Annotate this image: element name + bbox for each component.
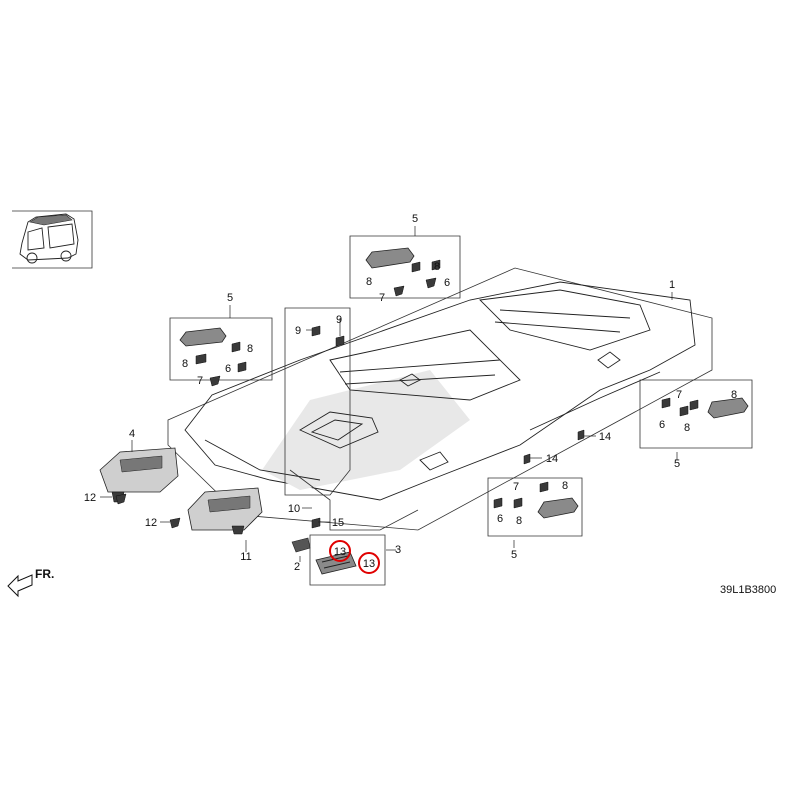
callout-15: 15 — [332, 517, 344, 529]
highlight-part-13-a — [329, 540, 351, 562]
callout-14-a: 14 — [599, 431, 611, 443]
callout-7-top: 7 — [379, 292, 385, 304]
grab-handle-group-front — [487, 477, 583, 537]
callout-6-left: 6 — [225, 363, 231, 375]
callout-7-right: 7 — [676, 389, 682, 401]
map-light-group — [291, 534, 386, 586]
callout-5-front: 5 — [511, 549, 517, 561]
headliner-group-outline — [167, 267, 713, 531]
callout-14-b: 14 — [546, 453, 558, 465]
callout-5-left: 5 — [227, 292, 233, 304]
callout-numbers: 1 2 3 4 5 5 5 5 6 6 6 6 7 7 7 7 8 8 8 8 … — [84, 213, 737, 573]
callout-5-right: 5 — [674, 458, 680, 470]
callout-11: 11 — [240, 551, 251, 563]
sun-visor-right — [187, 487, 263, 535]
vehicle-thumbnail — [12, 210, 93, 269]
callout-7-front: 7 — [513, 481, 519, 493]
leader-lines — [100, 226, 678, 562]
callout-10: 10 — [288, 503, 300, 515]
callout-2: 2 — [294, 561, 300, 573]
callout-1: 1 — [669, 279, 675, 291]
highlight-part-13-b — [358, 552, 380, 574]
front-direction-arrow: FR. — [7, 567, 54, 598]
callout-4: 4 — [129, 428, 135, 440]
callout-8-front-b: 8 — [516, 515, 522, 527]
callout-8-top-a: 8 — [366, 276, 372, 288]
callout-8-left-a: 8 — [182, 358, 188, 370]
callout-12-b: 12 — [145, 517, 157, 529]
callout-6-top: 6 — [444, 277, 450, 289]
grab-handle-group-top — [349, 235, 461, 299]
callout-9-a: 9 — [295, 325, 301, 337]
callout-8-right-a: 8 — [731, 389, 737, 401]
sun-visor-left — [99, 447, 179, 503]
callout-8-front-a: 8 — [562, 480, 568, 492]
callout-6-right: 6 — [659, 419, 665, 431]
loose-fasteners — [115, 325, 585, 529]
callout-13-a: 13 — [334, 546, 346, 558]
callout-13-b: 13 — [363, 558, 375, 570]
roof-headliner — [184, 281, 696, 501]
callout-8-right-b: 8 — [684, 422, 690, 434]
grab-handle-group-right — [639, 379, 753, 449]
callout-7-left: 7 — [197, 375, 203, 387]
callout-3: 3 — [395, 544, 401, 556]
callout-8-top-b: 8 — [434, 261, 440, 273]
callout-9-b: 9 — [336, 314, 342, 326]
callout-12-a: 12 — [84, 492, 96, 504]
grab-handle-group-left — [169, 317, 273, 387]
callout-6-front: 6 — [497, 513, 503, 525]
direction-label: FR. — [35, 567, 54, 581]
callout-5-top: 5 — [412, 213, 418, 225]
diagram-code: 39L1B3800 — [720, 584, 776, 596]
console-frame-group — [284, 307, 419, 531]
callout-8-left-b: 8 — [247, 343, 253, 355]
